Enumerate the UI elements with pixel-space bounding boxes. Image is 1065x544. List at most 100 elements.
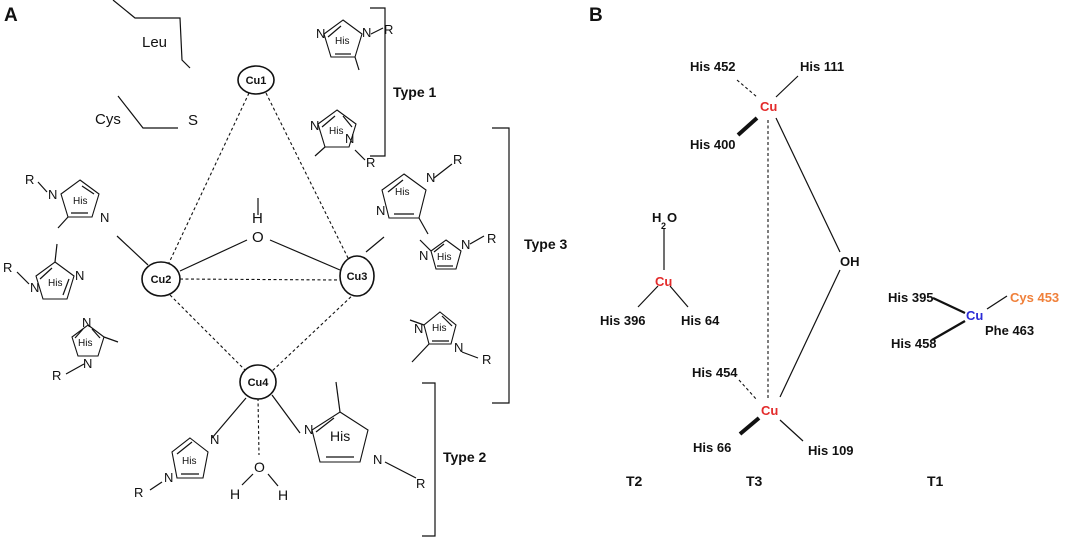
t2-caption: T2 <box>626 473 643 489</box>
svg-text:N: N <box>83 356 92 371</box>
svg-text:His: His <box>329 126 343 137</box>
cu3-label: Cu3 <box>347 271 368 283</box>
svg-text:His: His <box>73 196 87 207</box>
svg-text:N: N <box>362 25 371 40</box>
water-o-label: O <box>254 459 265 475</box>
bridge-h-label: H <box>252 210 263 227</box>
type3-label: Type 3 <box>524 236 568 252</box>
svg-text:R: R <box>52 368 61 383</box>
svg-text:N: N <box>316 26 325 41</box>
t3-oh-label: OH <box>840 254 860 269</box>
t2-his396: His 396 <box>600 313 646 328</box>
svg-text:R: R <box>487 231 496 246</box>
type1-label: Type 1 <box>393 84 437 100</box>
t1-cys453: Cys 453 <box>1010 290 1059 305</box>
svg-text:N: N <box>310 118 319 133</box>
type3-bracket: Type 3 <box>492 127 568 404</box>
his-ring: His N N R <box>310 109 375 170</box>
panel-b-label: B <box>589 5 603 26</box>
t3-caption: T3 <box>746 473 763 489</box>
t2-water-o: O <box>667 210 677 225</box>
t2-site: H 2 O Cu His 396 His 64 T2 <box>600 210 720 489</box>
his-ring: His N N R <box>409 311 491 367</box>
svg-text:His: His <box>78 338 92 349</box>
cu4-label: Cu4 <box>248 377 270 389</box>
svg-text:N: N <box>82 315 91 330</box>
his-ring: His N N R <box>3 243 84 300</box>
bridge-o-label: O <box>252 229 264 246</box>
his-ring: His N N R <box>25 172 109 229</box>
svg-text:N: N <box>100 210 109 225</box>
t3-cu-bottom-label: Cu <box>761 403 778 418</box>
cu3-center: Cu3 <box>339 255 375 297</box>
svg-text:R: R <box>134 485 143 500</box>
svg-text:N: N <box>75 268 84 283</box>
t3-his111: His 111 <box>800 59 844 74</box>
svg-text:His: His <box>437 252 451 263</box>
svg-text:N: N <box>304 422 313 437</box>
his-ring: His N N R <box>376 152 462 235</box>
t1-site: Cu His 395 Cys 453 Phe 463 His 458 T1 <box>888 290 1059 489</box>
t2-cu-label: Cu <box>655 274 672 289</box>
svg-text:R: R <box>384 22 393 37</box>
svg-text:R: R <box>482 352 491 367</box>
svg-text:N: N <box>345 131 354 146</box>
svg-text:His: His <box>48 278 62 289</box>
t1-his395: His 395 <box>888 290 934 305</box>
cu2-label: Cu2 <box>151 274 172 286</box>
t1-cu-label: Cu <box>966 308 983 323</box>
panel-a-label: A <box>4 5 18 26</box>
svg-text:N: N <box>210 432 219 447</box>
svg-text:His: His <box>330 428 350 444</box>
svg-text:N: N <box>164 470 173 485</box>
t3-his454: His 454 <box>692 365 738 380</box>
t1-phe463: Phe 463 <box>985 323 1034 338</box>
svg-text:R: R <box>25 172 34 187</box>
type2-bracket: Type 2 <box>422 382 487 537</box>
svg-text:His: His <box>335 36 349 47</box>
his-ring: His N N R <box>419 231 496 270</box>
cu1-label: Cu1 <box>246 75 267 87</box>
cu4-center: Cu4 <box>239 364 277 400</box>
his-ring: His N N R <box>316 19 393 71</box>
svg-text:His: His <box>182 456 196 467</box>
type1-bracket: Type 1 <box>370 7 437 157</box>
sulfur-label: S <box>188 112 198 129</box>
cu-coordination-lines <box>116 92 385 456</box>
cys-residue: Cys S <box>95 95 198 129</box>
svg-text:R: R <box>453 152 462 167</box>
t3-his66: His 66 <box>693 440 731 455</box>
cu2-center: Cu2 <box>141 261 181 297</box>
svg-text:N: N <box>376 203 385 218</box>
water-h2-label: H <box>278 487 288 503</box>
svg-text:N: N <box>426 170 435 185</box>
leu-label: Leu <box>142 34 167 51</box>
type2-label: Type 2 <box>443 449 487 465</box>
t3-his109: His 109 <box>808 443 854 458</box>
t1-his458: His 458 <box>891 336 937 351</box>
cys-label: Cys <box>95 111 121 128</box>
t3-cu-top-label: Cu <box>760 99 777 114</box>
his-ring: His N N R <box>52 315 119 383</box>
t3-his400: His 400 <box>690 137 736 152</box>
leu-residue: Leu <box>112 0 191 69</box>
water-h1-label: H <box>230 486 240 502</box>
t3-his452: His 452 <box>690 59 736 74</box>
svg-text:His: His <box>432 323 446 334</box>
svg-text:N: N <box>48 187 57 202</box>
t1-caption: T1 <box>927 473 944 489</box>
svg-text:R: R <box>3 260 12 275</box>
t2-water-h: H <box>652 210 661 225</box>
svg-text:R: R <box>366 155 375 170</box>
svg-text:R: R <box>416 476 425 491</box>
svg-text:N: N <box>373 452 382 467</box>
t2-water-sub: 2 <box>661 221 666 231</box>
svg-text:N: N <box>454 340 463 355</box>
t2-his64: His 64 <box>681 313 720 328</box>
svg-text:His: His <box>395 187 409 198</box>
bridging-hydroxide: O H <box>252 210 264 246</box>
his-ring: His N N R <box>304 381 425 491</box>
svg-text:N: N <box>461 237 470 252</box>
cu1-center: Cu1 <box>237 65 275 95</box>
